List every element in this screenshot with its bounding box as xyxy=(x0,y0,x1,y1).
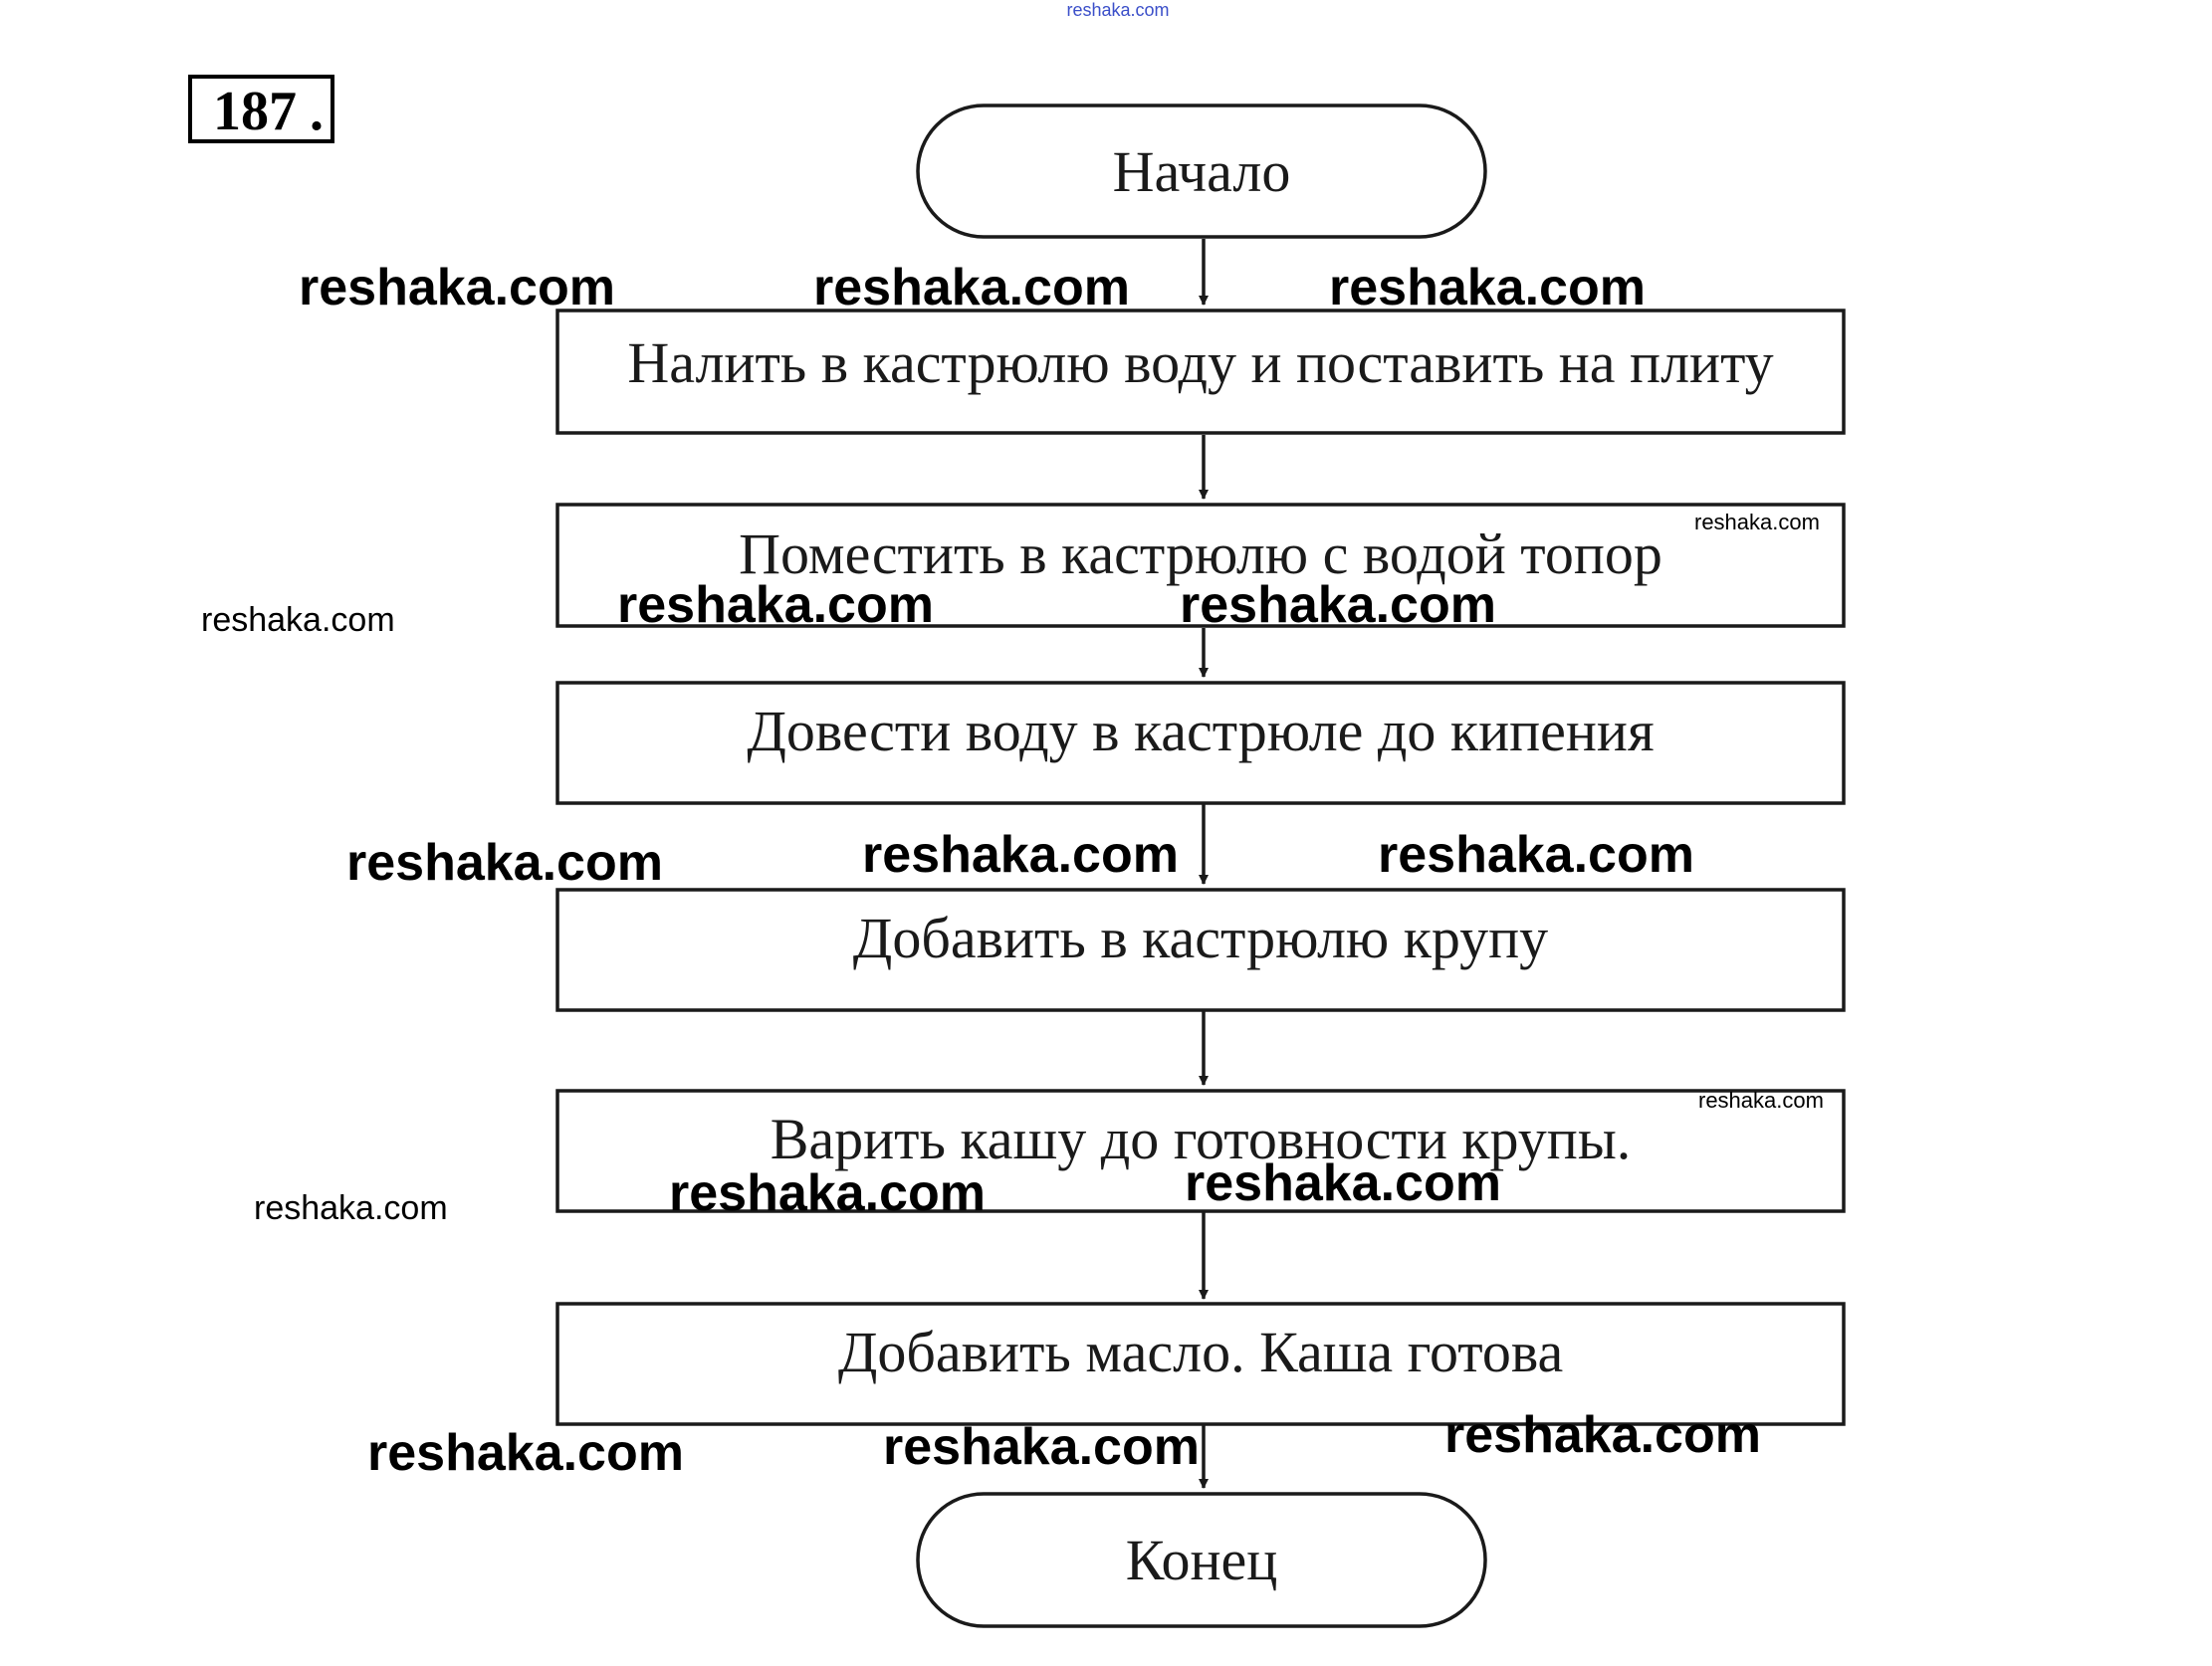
process-label: Поместить в кастрюлю с водой топор xyxy=(739,521,1662,586)
watermarks: reshaka.com reshaka.com reshaka.com resh… xyxy=(201,259,1824,1482)
watermark: reshaka.com xyxy=(862,826,1179,884)
watermark: reshaka.com xyxy=(254,1189,448,1227)
start-terminal: Начало xyxy=(916,104,1487,239)
process-step-4: Добавить в кастрюлю крупу xyxy=(555,888,1846,1012)
process-box xyxy=(555,888,1846,1012)
problem-number-box xyxy=(188,75,334,143)
watermark: reshaka.com xyxy=(1694,510,1820,534)
watermark: reshaka.com xyxy=(1329,259,1646,316)
start-shape xyxy=(916,104,1487,239)
end-shape xyxy=(916,1492,1487,1628)
watermark: reshaka.com xyxy=(883,1418,1200,1476)
watermark: reshaka.com xyxy=(201,601,395,639)
watermark: reshaka.com xyxy=(346,834,663,892)
end-terminal: Конец xyxy=(916,1492,1487,1628)
process-step-2: Поместить в кастрюлю с водой топор xyxy=(555,503,1846,628)
watermark: reshaka.com xyxy=(1444,1406,1761,1464)
process-step-6: Добавить масло. Каша готова xyxy=(555,1302,1846,1426)
watermark-top: reshaka.com xyxy=(1066,0,1169,20)
process-label: Варить кашу до готовности крупы. xyxy=(771,1107,1632,1171)
process-box xyxy=(555,309,1846,435)
watermark: reshaka.com xyxy=(299,259,615,316)
process-label: Добавить масло. Каша готова xyxy=(838,1320,1563,1384)
watermark: reshaka.com xyxy=(669,1164,986,1222)
watermark: reshaka.com xyxy=(367,1424,684,1482)
watermark: reshaka.com xyxy=(813,259,1130,316)
process-box xyxy=(555,503,1846,628)
start-label: Начало xyxy=(1113,139,1291,204)
process-step-3: Довести воду в кастрюле до кипения xyxy=(555,681,1846,805)
process-label: Добавить в кастрюлю крупу xyxy=(853,906,1548,970)
process-box xyxy=(555,681,1846,805)
watermark: reshaka.com xyxy=(1180,576,1496,634)
watermark: reshaka.com xyxy=(1698,1088,1824,1113)
problem-number: 187 . xyxy=(188,75,334,143)
problem-number-suffix: . xyxy=(310,81,324,142)
process-step-5: Варить кашу до готовности крупы. xyxy=(555,1089,1846,1213)
watermark: reshaka.com xyxy=(1185,1154,1501,1212)
process-label: Довести воду в кастрюле до кипения xyxy=(747,699,1654,763)
problem-number-label: 187 xyxy=(213,81,297,142)
watermark: reshaka.com xyxy=(1378,826,1694,884)
process-box xyxy=(555,1089,1846,1213)
process-label: Налить в кастрюлю воду и поставить на пл… xyxy=(627,330,1773,395)
watermark: reshaka.com xyxy=(617,576,934,634)
end-label: Конец xyxy=(1126,1528,1278,1592)
process-box xyxy=(555,1302,1846,1426)
process-step-1: Налить в кастрюлю воду и поставить на пл… xyxy=(555,309,1846,435)
